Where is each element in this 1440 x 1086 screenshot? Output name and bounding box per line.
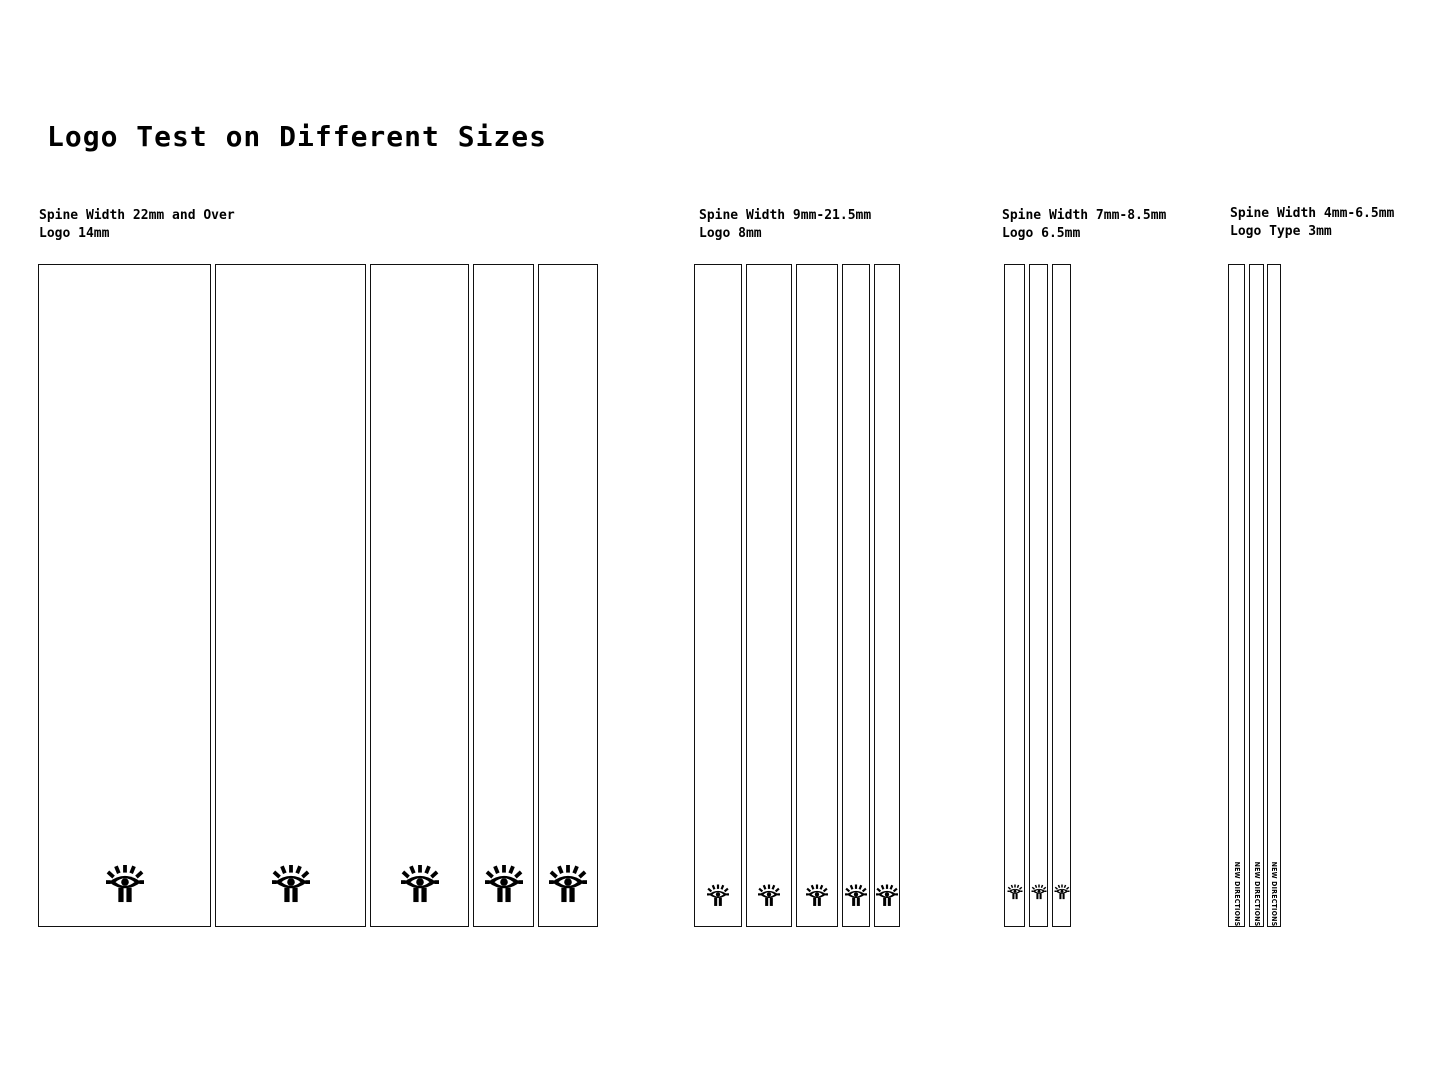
spine-width-label: Spine Width 4mm-6.5mm [1230,206,1395,221]
logo-type-text: NEW DIRECTIONS [1232,861,1241,927]
logo-type: NEW DIRECTIONS [1252,862,1262,927]
eye-figure-icon [272,864,310,904]
spine-mockup [370,264,469,927]
spine-mockup: NEW DIRECTIONS [1249,264,1264,927]
eye-figure-icon [106,864,144,904]
spine-width-label: Spine Width 22mm and Over [39,208,235,223]
spine-mockup [694,264,742,927]
group-label-7mm: Spine Width 7mm-8.5mm Logo 6.5mm [1002,207,1166,243]
eye-figure-icon [1031,884,1046,900]
logo-type: NEW DIRECTIONS [1232,862,1242,927]
spine-mockup [215,264,366,927]
group-label-22mm: Spine Width 22mm and Over Logo 14mm [39,207,235,243]
logo-size-label: Logo Type 3mm [1230,224,1332,239]
eye-figure-icon [758,884,780,907]
spine-mockup [874,264,900,927]
spine-mockup [473,264,534,927]
spine-mockup [1029,264,1048,927]
logo-type-text: NEW DIRECTIONS [1270,861,1278,927]
eye-figure-icon [876,884,898,907]
eye-figure-icon [1054,884,1069,900]
spine-width-label: Spine Width 7mm-8.5mm [1002,208,1167,223]
spine-mockup [842,264,870,927]
eye-figure-icon [401,864,439,904]
spine-mockup [1052,264,1071,927]
eye-figure-icon [549,864,587,904]
spine-mockup [796,264,838,927]
logo-size-label: Logo 8mm [699,226,762,241]
logo-size-label: Logo 6.5mm [1002,226,1081,241]
logo-type-text: NEW DIRECTIONS [1252,861,1261,927]
spine-mockup [538,264,598,927]
spine-mockup [38,264,211,927]
group-label-9mm: Spine Width 9mm-21.5mm Logo 8mm [699,207,871,243]
eye-figure-icon [1007,884,1022,900]
spine-mockup [1004,264,1025,927]
group-label-4mm: Spine Width 4mm-6.5mm Logo Type 3mm [1230,205,1394,241]
spine-width-label: Spine Width 9mm-21.5mm [699,208,872,223]
spine-mockup: NEW DIRECTIONS [1267,264,1281,927]
page-title: Logo Test on Different Sizes [47,120,548,153]
logo-type: NEW DIRECTIONS [1269,862,1279,927]
spine-mockup [746,264,792,927]
eye-figure-icon [806,884,828,907]
eye-figure-icon [485,864,523,904]
eye-figure-icon [707,884,729,907]
eye-figure-icon [845,884,867,907]
logo-size-label: Logo 14mm [39,226,110,241]
spine-mockup: NEW DIRECTIONS [1228,264,1245,927]
